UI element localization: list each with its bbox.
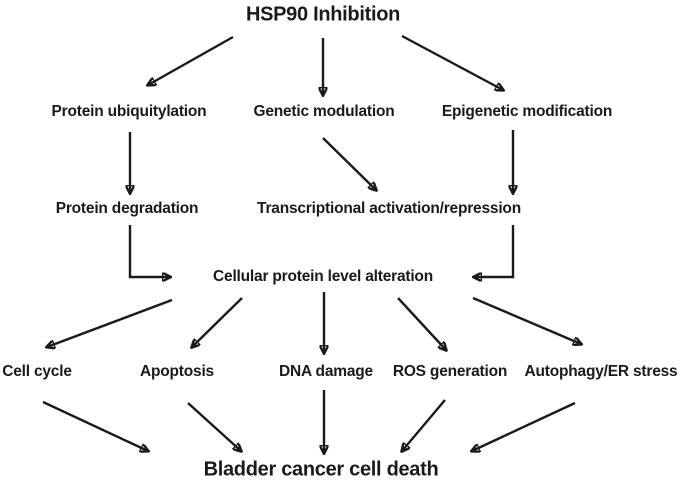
node-ros-generation: ROS generation: [392, 363, 508, 380]
node-epigenetic-modification: Epigenetic modification: [441, 103, 613, 120]
node-genetic-modulation: Genetic modulation: [253, 103, 395, 120]
arrow-cellular-to-cell-cycle: [47, 298, 173, 347]
arrow-transcriptional-to-cellular-protein: [474, 225, 515, 277]
arrow-autophagy-to-death: [472, 401, 576, 451]
arrow-cellular-to-apoptosis: [192, 297, 243, 347]
node-transcriptional-activation-repression: Transcriptional activation/repression: [257, 200, 521, 217]
arrow-cell-cycle-to-death: [42, 400, 148, 451]
arrow-cellular-to-ros: [397, 297, 446, 350]
node-cell-cycle: Cell cycle: [2, 363, 72, 380]
node-autophagy-er-stress: Autophagy/ER stress: [524, 363, 678, 380]
node-cellular-protein-level-alteration: Cellular protein level alteration: [213, 268, 433, 285]
arrow-genetic-to-transcriptional: [322, 137, 376, 190]
arrow-degradation-to-cellular-protein: [128, 225, 170, 277]
arrow-ros-to-death: [402, 399, 446, 451]
node-bladder-cancer-cell-death: Bladder cancer cell death: [203, 458, 439, 481]
arrow-title-to-epigenetic-modification: [401, 34, 503, 90]
node-protein-degradation: Protein degradation: [55, 200, 199, 217]
arrow-cellular-to-autophagy: [472, 296, 581, 344]
node-dna-damage: DNA damage: [279, 363, 373, 380]
node-apoptosis: Apoptosis: [140, 363, 214, 380]
arrow-apoptosis-to-death: [187, 402, 241, 451]
node-hsp90-inhibition: HSP90 Inhibition: [245, 3, 401, 26]
arrow-title-to-protein-ubiquitylation: [148, 35, 234, 85]
node-protein-ubiquitylation: Protein ubiquitylation: [51, 103, 207, 120]
